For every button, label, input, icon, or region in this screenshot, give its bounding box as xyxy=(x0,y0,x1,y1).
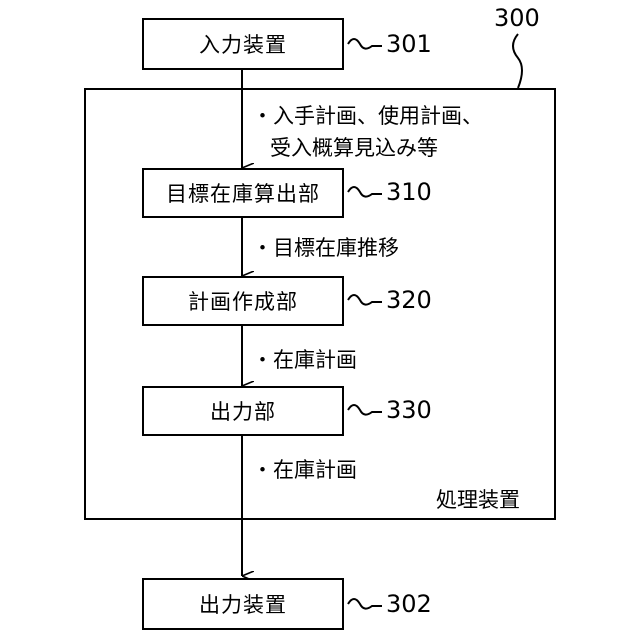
ref-301: 301 xyxy=(386,30,432,58)
ref-302: 302 xyxy=(386,590,432,618)
target-inventory-label: 目標在庫算出部 xyxy=(166,178,320,208)
flow-input-line2: 受入概算見込み等 xyxy=(270,132,438,162)
plan-creation-box: 計画作成部 xyxy=(142,276,344,326)
ref-330: 330 xyxy=(386,396,432,424)
output-device-label: 出力装置 xyxy=(199,589,287,619)
ref-310: 310 xyxy=(386,178,432,206)
plan-creation-label: 計画作成部 xyxy=(188,286,298,316)
leader-300 xyxy=(513,34,522,88)
leader-302 xyxy=(348,599,382,609)
flow-inventory-plan-1: ・在庫計画 xyxy=(252,344,357,374)
processing-device-label: 処理装置 xyxy=(436,484,520,514)
input-device-label: 入力装置 xyxy=(199,29,287,59)
output-unit-label: 出力部 xyxy=(210,396,276,426)
output-device-box: 出力装置 xyxy=(142,578,344,630)
input-device-box: 入力装置 xyxy=(142,18,344,70)
ref-320: 320 xyxy=(386,286,432,314)
output-unit-box: 出力部 xyxy=(142,386,344,436)
flow-input-line1: ・入手計画、使用計画、 xyxy=(252,100,483,130)
target-inventory-box: 目標在庫算出部 xyxy=(142,168,344,218)
flow-inventory-plan-2: ・在庫計画 xyxy=(252,454,357,484)
leader-301 xyxy=(348,39,382,49)
flow-target-trend: ・目標在庫推移 xyxy=(252,232,399,262)
ref-300: 300 xyxy=(494,4,540,32)
